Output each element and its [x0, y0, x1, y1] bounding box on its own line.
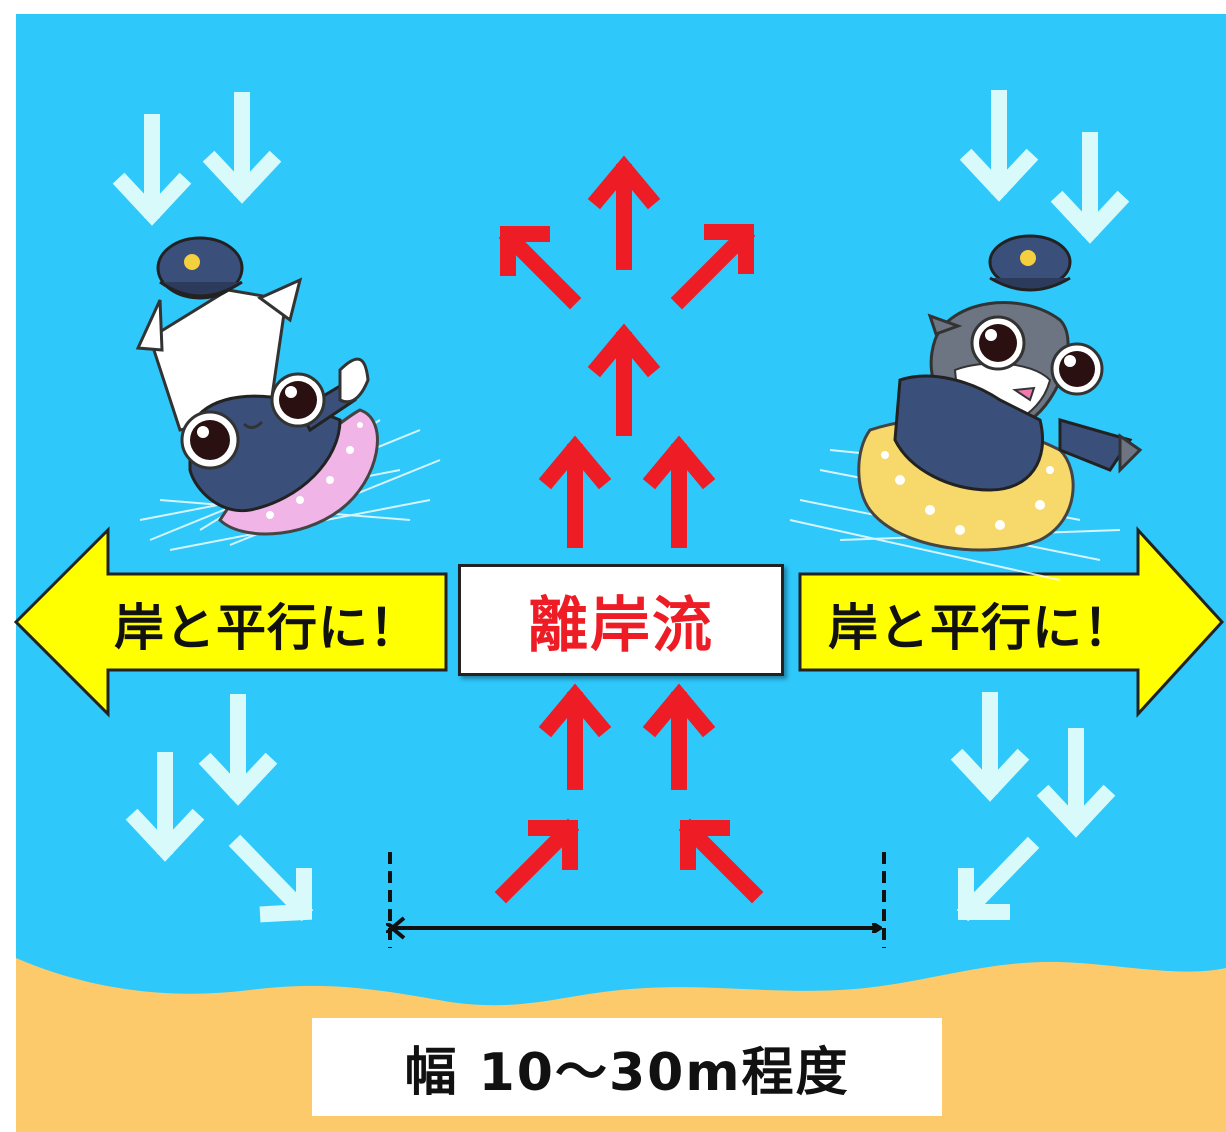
- wave-arrow: [228, 834, 314, 923]
- outflow-arrow: [587, 323, 661, 436]
- wave-arrow: [202, 92, 282, 204]
- wave-arrow: [125, 752, 205, 862]
- outflow-arrow: [498, 226, 582, 310]
- outflow-arrow: [494, 818, 580, 904]
- wave-arrow: [959, 90, 1039, 202]
- width-note-label: 幅 10〜30m程度: [312, 1018, 942, 1116]
- shark-mascot: [789, 234, 1143, 581]
- wave-arrow: [950, 692, 1030, 802]
- outflow-arrow: [678, 818, 764, 904]
- wave-arrow: [1050, 132, 1130, 244]
- wave-arrow: [1036, 728, 1116, 838]
- wave-arrow: [956, 836, 1040, 922]
- parallel-arrow-right: [798, 526, 1225, 718]
- squid-mascot: [135, 236, 441, 551]
- parallel-label-left: 岸と平行に！: [114, 599, 420, 657]
- outflow-arrow: [538, 683, 612, 790]
- parallel-label-right: 岸と平行に！: [828, 599, 1134, 657]
- outflow-arrow: [670, 224, 756, 310]
- wave-arrows: [112, 90, 1130, 923]
- parallel-arrow-left: [13, 526, 448, 718]
- rip-current-label: 離岸流: [458, 564, 784, 676]
- wave-arrow: [198, 694, 278, 806]
- outflow-arrow: [538, 435, 612, 548]
- rip-current-arrows: [494, 155, 764, 904]
- outflow-arrow: [642, 435, 716, 548]
- outflow-arrow: [642, 683, 716, 790]
- outflow-arrow: [587, 155, 661, 270]
- width-dimension: [390, 852, 886, 948]
- wave-arrow: [112, 114, 192, 226]
